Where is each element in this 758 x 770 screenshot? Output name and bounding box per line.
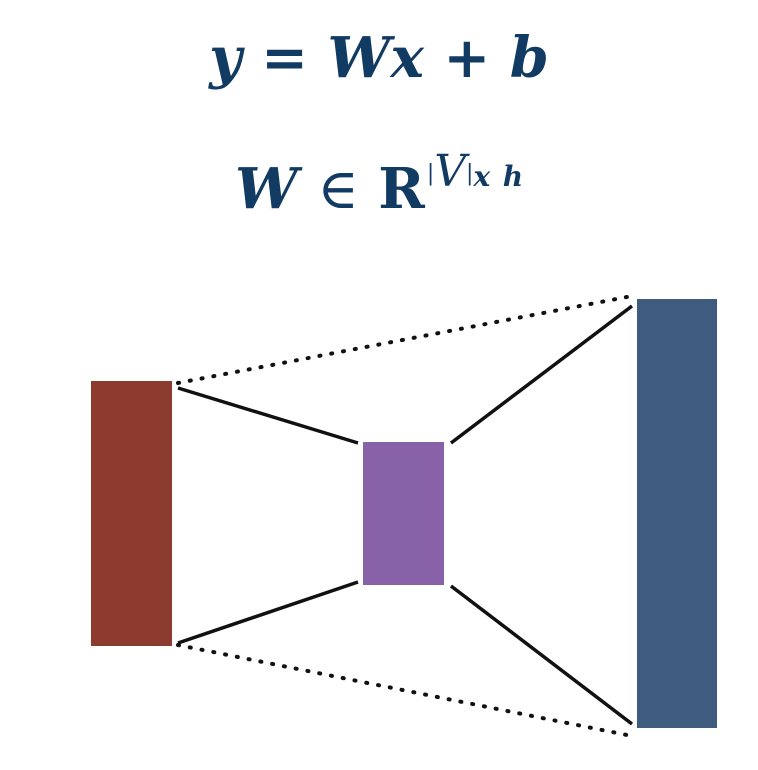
eq2-times-x: x [473,160,491,193]
eq-plus: + [443,25,491,91]
eq2-var-V: V [434,146,467,197]
eq2-reals: R [378,156,425,222]
dotted-connector-bottom [176,643,634,738]
eq2-exponent: |V|x h [426,150,524,195]
eq-var-b: b [509,25,549,91]
connector-hidden-output-bottom [449,584,634,726]
hidden-vector-block [363,442,444,585]
eq2-element-of: ∈ [317,157,359,222]
connector-input-hidden-top [177,386,359,445]
equation-weight-dimension: W ∈ R|V|x h [0,150,758,218]
dotted-connector-top [176,294,634,385]
eq-var-x: x [390,25,424,91]
eq2-bar-right: | [466,161,474,186]
eq2-var-W: W [234,156,298,222]
eq2-bar-left: | [426,161,435,186]
connector-hidden-output-top [449,304,634,445]
eq-equals: = [261,25,309,91]
eq-var-y: y [209,25,242,91]
eq2-var-h: h [502,160,524,193]
output-vector-block [637,299,717,728]
connector-input-hidden-bottom [177,580,359,645]
eq-var-W: W [327,25,391,91]
equation-linear-layer: y = Wx + b [0,30,758,86]
input-vector-block [91,381,172,646]
